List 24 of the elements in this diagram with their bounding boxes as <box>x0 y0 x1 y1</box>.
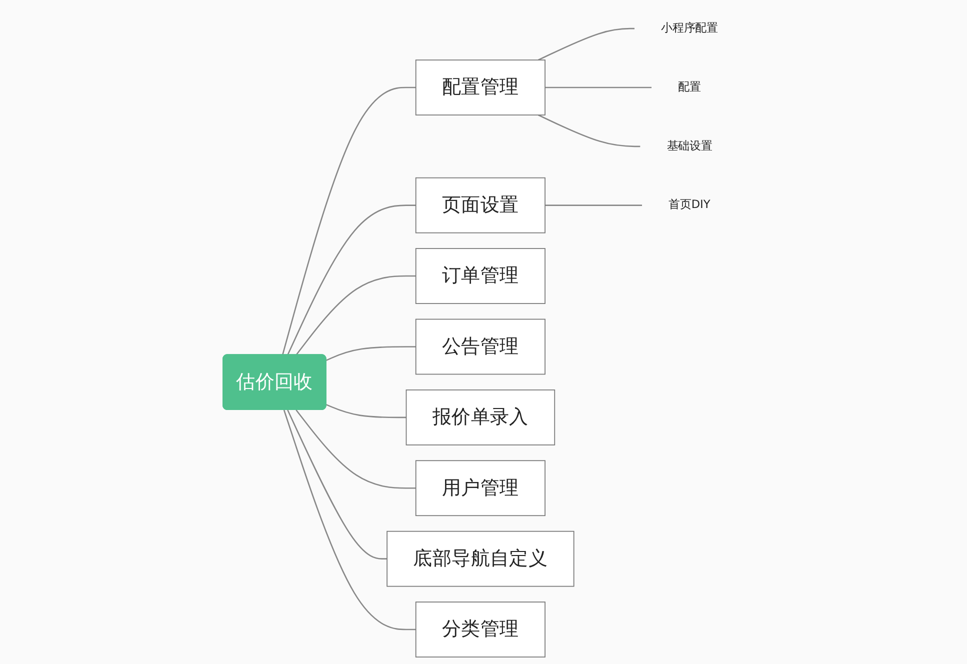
connector <box>538 28 635 61</box>
connector <box>326 404 406 418</box>
node-box: 底部导航自定义 <box>386 530 574 587</box>
node-text: 配置 <box>678 80 701 94</box>
connector <box>296 410 416 489</box>
node-box: 分类管理 <box>415 602 546 658</box>
connector <box>282 86 416 356</box>
node-box: 页面设置 <box>415 177 546 234</box>
node-box: 订单管理 <box>415 248 546 304</box>
connector <box>283 410 416 630</box>
node-box: 报价单录入 <box>406 390 556 446</box>
node-box: 公告管理 <box>415 318 546 375</box>
connector <box>545 86 652 88</box>
connector <box>296 275 416 356</box>
node-text: 小程序配置 <box>661 22 718 35</box>
connector <box>326 346 416 361</box>
node-box: 配置管理 <box>415 60 546 116</box>
connector <box>287 204 416 356</box>
node-text: 首页DIY <box>668 198 710 212</box>
connector <box>538 114 641 148</box>
connector <box>287 410 388 560</box>
node-box: 用户管理 <box>415 460 546 516</box>
connector <box>545 204 642 206</box>
node-text: 基础设置 <box>666 140 712 153</box>
